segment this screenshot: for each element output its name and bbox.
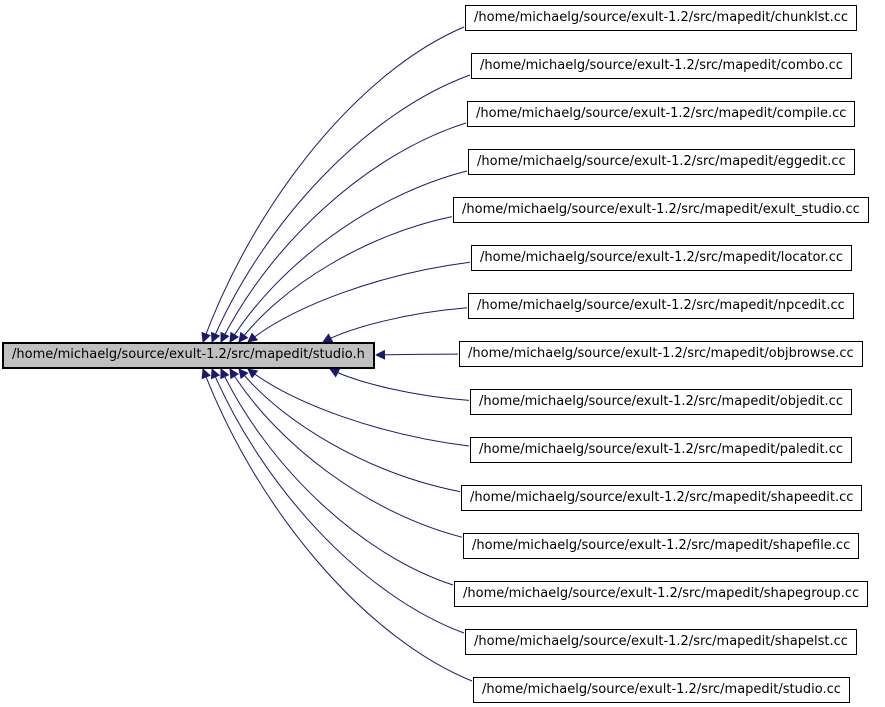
graph-node-chunklst-cc[interactable]: /home/michaelg/source/exult-1.2/src/mape… [465, 5, 858, 31]
dependency-edge [375, 349, 459, 360]
dependency-edge [229, 368, 463, 538]
graph-node-locator-cc[interactable]: /home/michaelg/source/exult-1.2/src/mape… [471, 245, 853, 271]
dependency-edge [220, 368, 454, 586]
graph-node-objbrowse-cc[interactable]: /home/michaelg/source/exult-1.2/src/mape… [459, 341, 863, 367]
dependency-edge [210, 74, 471, 343]
graph-node-shapegroup-cc[interactable]: /home/michaelg/source/exult-1.2/src/mape… [454, 581, 869, 607]
graph-node-paledit-cc[interactable]: /home/michaelg/source/exult-1.2/src/mape… [470, 437, 852, 463]
graph-node-studio-cc[interactable]: /home/michaelg/source/exult-1.2/src/mape… [473, 677, 850, 703]
dependency-edge [247, 368, 470, 447]
graph-node-objedit-cc[interactable]: /home/michaelg/source/exult-1.2/src/mape… [470, 389, 852, 415]
graph-node-eggedit-cc[interactable]: /home/michaelg/source/exult-1.2/src/mape… [468, 149, 855, 175]
dependency-edge [201, 368, 473, 682]
graph-node-npcedit-cc[interactable]: /home/michaelg/source/exult-1.2/src/mape… [468, 293, 854, 319]
dependency-edge [210, 368, 465, 634]
dependency-edge [247, 261, 471, 343]
graph-node-shapefile-cc[interactable]: /home/michaelg/source/exult-1.2/src/mape… [463, 533, 860, 559]
graph-node-combo-cc[interactable]: /home/michaelg/source/exult-1.2/src/mape… [471, 53, 852, 79]
graph-node-studio-h[interactable]: /home/michaelg/source/exult-1.2/src/mape… [2, 342, 375, 369]
dependency-edge [201, 26, 465, 343]
graph-node-shapeedit-cc[interactable]: /home/michaelg/source/exult-1.2/src/mape… [461, 485, 863, 511]
dependency-edge [220, 122, 467, 343]
graph-node-shapelst-cc[interactable]: /home/michaelg/source/exult-1.2/src/mape… [465, 629, 857, 655]
dependency-edge [329, 368, 470, 401]
graph-node-exult-studio-cc[interactable]: /home/michaelg/source/exult-1.2/src/mape… [453, 197, 869, 223]
graph-node-compile-cc[interactable]: /home/michaelg/source/exult-1.2/src/mape… [467, 101, 856, 127]
dependency-edge [229, 170, 468, 343]
dependency-edge [322, 307, 468, 343]
dependency-edge [238, 368, 461, 493]
dependency-edge [238, 216, 453, 343]
